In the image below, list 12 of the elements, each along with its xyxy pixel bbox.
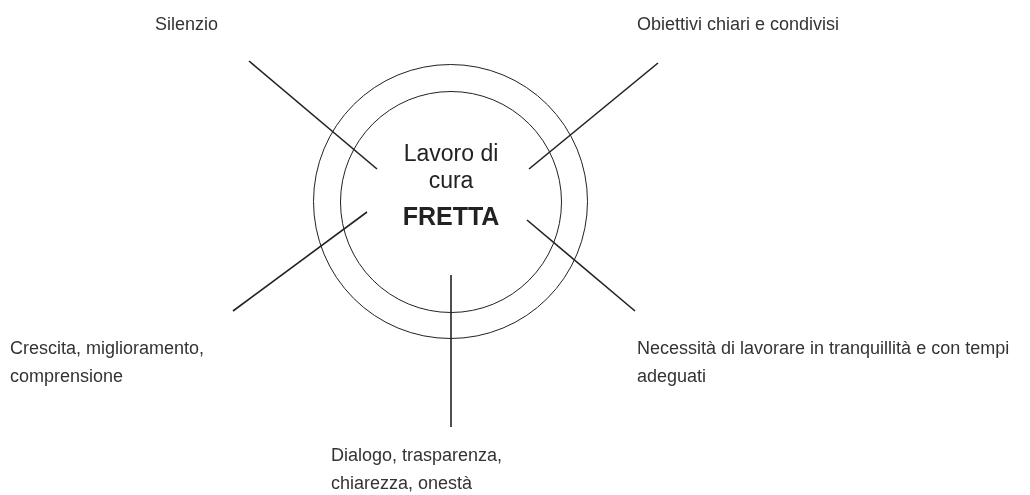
center-title: Lavoro di cura [402,140,500,194]
connector-line [232,211,368,312]
theme-label: Obiettivi chiari e condivisi [637,13,841,36]
connector-line [450,274,452,428]
theme-label: Crescita, miglioramento, comprensione [10,337,206,388]
connector-line [528,62,659,170]
connector-line [526,219,636,312]
connector-line [248,60,378,170]
theme-label: Dialogo, trasparenza, chiarezza, onestà [331,444,504,495]
theme-label: Necessità di lavorare in tranquillità e con tempi adeguati [637,337,1011,388]
theme-label: Silenzio [155,13,220,36]
keyword-text: FRETTA [402,202,500,231]
